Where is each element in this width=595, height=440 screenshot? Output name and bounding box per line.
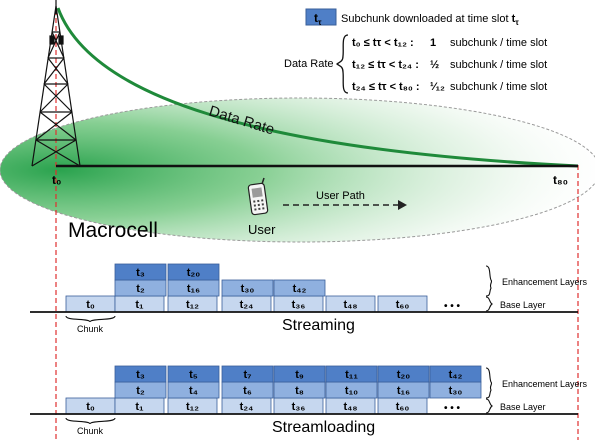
- data-rate-brace: [336, 34, 349, 94]
- legend-subchunk-box: [305, 8, 337, 26]
- base-layer-cell-label: t₄₈: [343, 401, 357, 413]
- macrocell-coverage: [0, 97, 595, 243]
- base-layer-cell-label: t₂₄: [240, 401, 254, 413]
- cell-tower-icon: [31, 0, 81, 167]
- chunk-label: Chunk: [77, 426, 104, 436]
- enhancement-layer-cell-label: t₂₀: [397, 369, 411, 381]
- user-path-label: User Path: [316, 190, 365, 202]
- base-layer-cell-label: t₁₂: [186, 401, 199, 413]
- legend-description: Subchunk downloaded at time slot tτ: [341, 13, 519, 27]
- base-layer-cell-label: t₃₆: [292, 401, 306, 413]
- enhancement-layer-cell: [429, 365, 482, 383]
- enhancement-layer-cell: [273, 365, 326, 383]
- enhancement-layer-cell-label: t₃₀: [449, 385, 463, 397]
- rate-rule-value: ¹⁄₁₂: [430, 81, 445, 93]
- enhancement-layer-cell-label: t₂: [136, 385, 145, 397]
- base-layer-brace: [485, 296, 493, 312]
- rate-rule-expr: t₀ ≤ tτ < t₁₂ :: [352, 37, 414, 49]
- base-layer-cell-label: t₁: [135, 299, 144, 311]
- section-title: Streamloading: [272, 419, 375, 436]
- enhancement-layer-cell: [167, 263, 220, 281]
- enhancement-layer-cell: [114, 263, 167, 281]
- enhancement-layer-cell-label: t₉: [295, 369, 304, 381]
- base-layer-cell-label: t₆₀: [396, 401, 410, 413]
- legend-box-label: tτ: [314, 11, 322, 27]
- base-layer-cell-label: t₂₄: [240, 299, 254, 311]
- enhancement-layer-cell-label: t₃: [136, 369, 145, 381]
- enhancement-layers-brace: [485, 367, 493, 399]
- enhancement-layer-cell: [325, 365, 378, 383]
- enhancement-layer-cell: [221, 279, 274, 297]
- section-title: Streaming: [282, 317, 355, 334]
- enhancement-layer-cell-label: t₁₀: [345, 385, 358, 397]
- continuation-ellipsis: • • •: [444, 301, 461, 312]
- user-path-arrowhead: [398, 200, 407, 210]
- enhancement-layers-brace: [485, 265, 493, 297]
- base-layer-cell-label: t₀: [86, 299, 95, 311]
- rate-rule-expr: t₂₄ ≤ tτ < t₈₀ :: [352, 81, 420, 93]
- rate-rule-unit: subchunk / time slot: [450, 37, 547, 49]
- macrocell-label: Macrocell: [68, 219, 158, 242]
- base-layer-cell-label: t₁₂: [186, 299, 199, 311]
- rate-rule-value: 1: [430, 37, 436, 49]
- enhancement-layer-cell-label: t₅: [189, 369, 198, 381]
- enhancement-layer-cell-label: t₆: [243, 385, 252, 397]
- enhancement-layers-label: Enhancement Layers: [502, 379, 588, 389]
- base-layer-cell-label: t₄₈: [343, 299, 357, 311]
- axis-start-label: t₀: [52, 173, 61, 187]
- chunk-brace: [65, 315, 116, 323]
- enhancement-layer-cell-label: t₁₆: [187, 283, 200, 295]
- enhancement-layer-cell-label: t₄₂: [449, 369, 463, 381]
- user-label: User: [248, 222, 276, 237]
- enhancement-layer-cell-label: t₄₂: [293, 283, 307, 295]
- enhancement-layers-label: Enhancement Layers: [502, 277, 588, 287]
- enhancement-layer-cell: [377, 365, 430, 383]
- base-layer-label: Base Layer: [500, 300, 546, 310]
- enhancement-layer-cell-label: t₇: [243, 369, 251, 381]
- enhancement-layer-cell: [273, 279, 326, 297]
- continuation-ellipsis: • • •: [444, 403, 461, 414]
- rate-rule-unit: subchunk / time slot: [450, 81, 547, 93]
- chunk-label: Chunk: [77, 324, 104, 334]
- data-rate-rules-label: Data Rate: [284, 58, 334, 70]
- rate-rule-expr: t₁₂ ≤ tτ < t₂₄ :: [352, 59, 419, 71]
- enhancement-layer-cell-label: t₃₀: [241, 283, 255, 295]
- base-layer-cell-label: t₀: [86, 401, 95, 413]
- enhancement-layer-cell-label: t₁₆: [397, 385, 410, 397]
- enhancement-layer-cell: [221, 365, 274, 383]
- enhancement-layer-cell-label: t₂₀: [187, 267, 201, 279]
- enhancement-layer-cell: [114, 365, 167, 383]
- enhancement-layer-cell-label: t₄: [189, 385, 198, 397]
- base-layer-cell-label: t₆₀: [396, 299, 410, 311]
- axis-end-label: t₈₀: [553, 173, 568, 187]
- rate-rule-value: ½: [430, 59, 439, 71]
- rate-rule-unit: subchunk / time slot: [450, 59, 547, 71]
- phone-icon: [247, 177, 269, 216]
- chunk-brace: [65, 417, 116, 425]
- data-rate-curve: [56, 7, 579, 168]
- base-layer-cell-label: t₁: [135, 401, 144, 413]
- base-layer-cell-label: t₃₆: [292, 299, 306, 311]
- enhancement-layer-cell-label: t₃: [136, 267, 145, 279]
- base-layer-brace: [485, 398, 493, 414]
- base-layer-label: Base Layer: [500, 402, 546, 412]
- enhancement-layer-cell: [167, 365, 220, 383]
- enhancement-layer-cell-label: t₁₁: [345, 369, 358, 381]
- enhancement-layer-cell-label: t₂: [136, 283, 145, 295]
- enhancement-layer-cell-label: t₈: [295, 385, 304, 397]
